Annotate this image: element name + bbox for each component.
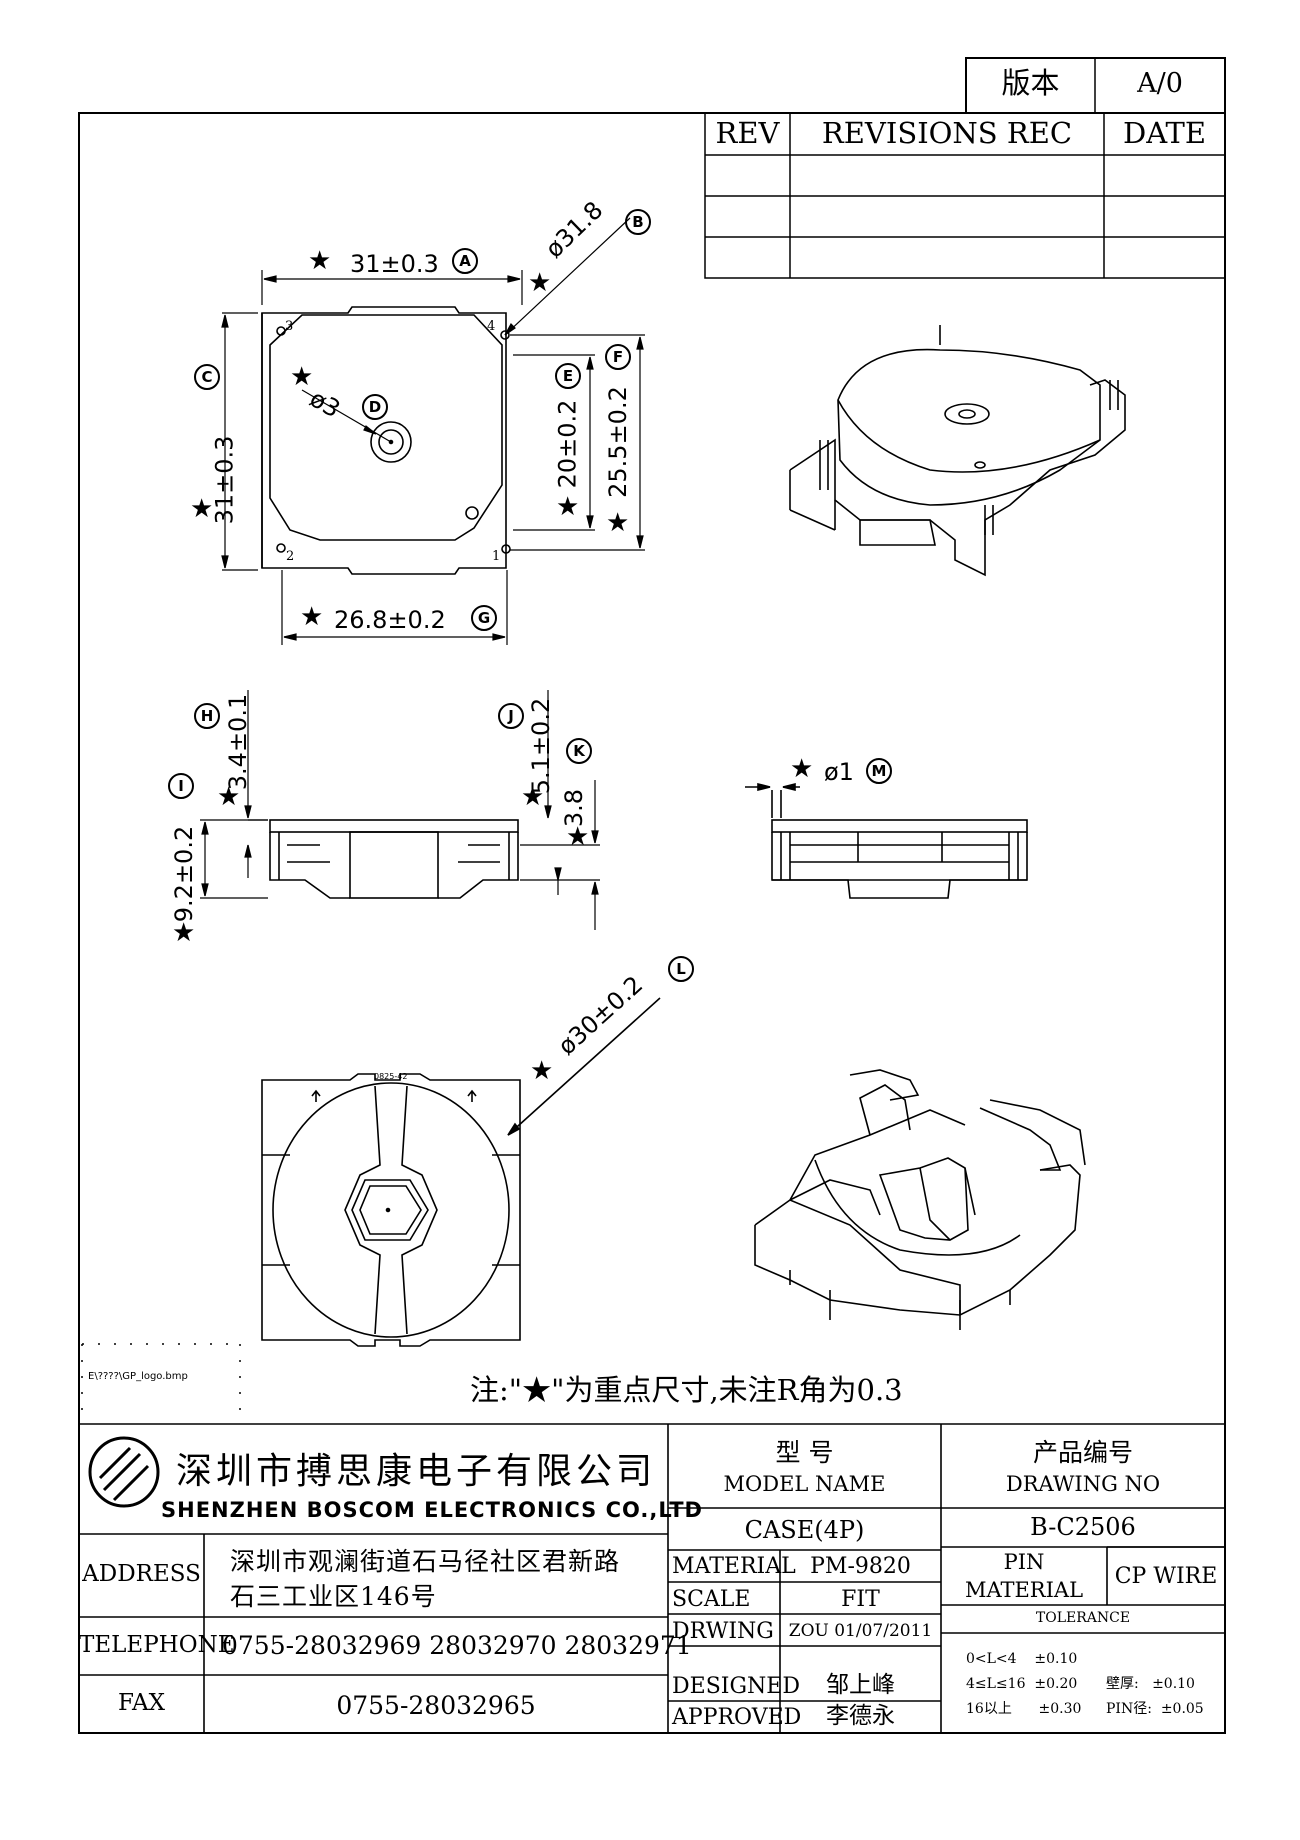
tolerance-row-1: 0<L<4 ±0.10	[966, 1651, 1078, 1667]
fax-label: FAX	[118, 1690, 165, 1716]
callout-m: M	[866, 758, 892, 784]
date-column-header: DATE	[1122, 116, 1207, 150]
logo-file-path: E\????\GP_logo.bmp	[88, 1371, 188, 1382]
scale-label: SCALE	[672, 1587, 751, 1612]
callout-e: E	[555, 363, 581, 389]
designed-value: 邹上峰	[826, 1672, 895, 1698]
star-marker: ★	[606, 508, 630, 538]
dimension-c-value: 31±0.3	[210, 435, 239, 525]
pin-material-value: CP WIRE	[1114, 1564, 1218, 1589]
side-view-right	[745, 782, 1028, 899]
callout-k: K	[566, 738, 592, 764]
callout-d: D	[362, 394, 388, 420]
address-line-2: 石三工业区146号	[230, 1582, 437, 1611]
star-marker: ★	[172, 918, 196, 948]
material-label: MATERIAL	[672, 1554, 796, 1579]
callout-a: A	[452, 248, 478, 274]
pin-number-3: 3	[285, 319, 294, 334]
dimension-i-value: 9.2±0.2	[170, 825, 199, 923]
approved-value: 李德永	[826, 1703, 895, 1729]
star-marker: ★	[308, 246, 332, 276]
star-marker: ★	[790, 754, 814, 784]
drwing-value: ZOU 01/07/2011	[788, 1621, 933, 1641]
title-block-grid	[79, 1423, 1225, 1733]
model-name-cn: 型 号	[775, 1438, 834, 1467]
iso-view-top	[789, 325, 1126, 577]
dimension-f-value: 25.5±0.2	[603, 386, 632, 498]
version-value: A/0	[1137, 68, 1183, 99]
callout-j: J	[498, 703, 524, 729]
designed-label: DESIGNED	[672, 1674, 800, 1699]
star-marker: ★	[217, 782, 241, 812]
company-logo	[88, 1436, 160, 1508]
address-line-1: 深圳市观澜街道石马径社区君新路	[230, 1547, 621, 1576]
company-name-cn: 深圳市搏思康电子有限公司	[176, 1451, 657, 1492]
star-marker: ★	[290, 362, 314, 392]
callout-g: G	[471, 605, 497, 631]
dimension-h-value: 3.4±0.1	[224, 693, 253, 791]
callout-c: C	[194, 364, 220, 390]
star-marker: ★	[530, 1056, 554, 1086]
rev-column-header: REV	[715, 116, 780, 150]
dimension-m-value: ø1	[824, 758, 854, 786]
tolerance-label: TOLERANCE	[1035, 1610, 1131, 1626]
drawing-note: 注:"★"为重点尺寸,未注R角为0.3	[470, 1373, 903, 1407]
version-label: 版本	[1001, 66, 1060, 100]
pin-material-label-1: PIN	[1003, 1550, 1045, 1574]
tolerance-row-2: 4≤L≤16 ±0.20	[966, 1676, 1078, 1692]
pin-number-1: 1	[492, 549, 501, 564]
pin-number-2: 2	[286, 549, 295, 564]
bottom-view	[261, 997, 661, 1347]
top-view	[261, 306, 511, 575]
revisions-rec-column-header: REVISIONS REC	[821, 116, 1073, 150]
star-marker: ★	[521, 782, 545, 812]
approved-label: APPROVED	[672, 1705, 802, 1730]
drwing-label: DRWING	[672, 1619, 774, 1644]
dimension-e-value: 20±0.2	[553, 399, 582, 489]
tolerance-wall: 壁厚: ±0.10	[1106, 1676, 1195, 1692]
callout-b: B	[625, 209, 651, 235]
side-view-dims	[200, 690, 600, 930]
scale-value: FIT	[841, 1587, 880, 1612]
callout-f: F	[605, 344, 631, 370]
drawing-no-en: DRAWING NO	[1005, 1472, 1161, 1496]
bottom-view-mark: 0825-42	[374, 1072, 408, 1081]
iso-view-bottom	[754, 1069, 1086, 1330]
dimension-a-value: 31±0.3	[350, 250, 439, 278]
top-view-dims	[221, 217, 645, 645]
pin-material-label-2: MATERIAL	[964, 1578, 1084, 1602]
callout-i: I	[168, 773, 194, 799]
sheet-border	[78, 112, 1226, 1734]
model-name-value: CASE(4P)	[744, 1516, 865, 1544]
address-label: ADDRESS	[82, 1561, 201, 1587]
revisions-table	[704, 112, 1226, 279]
dimension-j-value: 5.1±0.2	[527, 697, 556, 795]
model-name-en: MODEL NAME	[723, 1472, 886, 1496]
drawing-no-value: B-C2506	[1030, 1513, 1136, 1541]
telephone-label: TELEPHONE	[79, 1632, 235, 1658]
star-marker: ★	[528, 268, 552, 298]
telephone-value: 0755-28032969 28032970 28032971	[222, 1631, 692, 1660]
logo-placeholder-frame	[81, 1343, 241, 1420]
tolerance-row-3: 16以上 ±0.30	[966, 1701, 1082, 1717]
drawing-no-cn: 产品编号	[1032, 1438, 1133, 1467]
pin-number-4: 4	[487, 319, 496, 334]
fax-value: 0755-28032965	[336, 1691, 536, 1720]
star-marker: ★	[566, 822, 590, 852]
material-value: PM-9820	[810, 1554, 911, 1579]
star-marker: ★	[300, 602, 324, 632]
star-marker: ★	[556, 492, 580, 522]
tolerance-pin: PIN径: ±0.05	[1106, 1701, 1204, 1717]
side-view-left	[269, 819, 519, 899]
callout-h: H	[194, 703, 220, 729]
dimension-g-value: 26.8±0.2	[334, 606, 446, 634]
company-name-en: SHENZHEN BOSCOM ELECTRONICS CO.,LTD	[161, 1498, 703, 1522]
callout-l: L	[668, 956, 694, 982]
star-marker: ★	[190, 494, 214, 524]
